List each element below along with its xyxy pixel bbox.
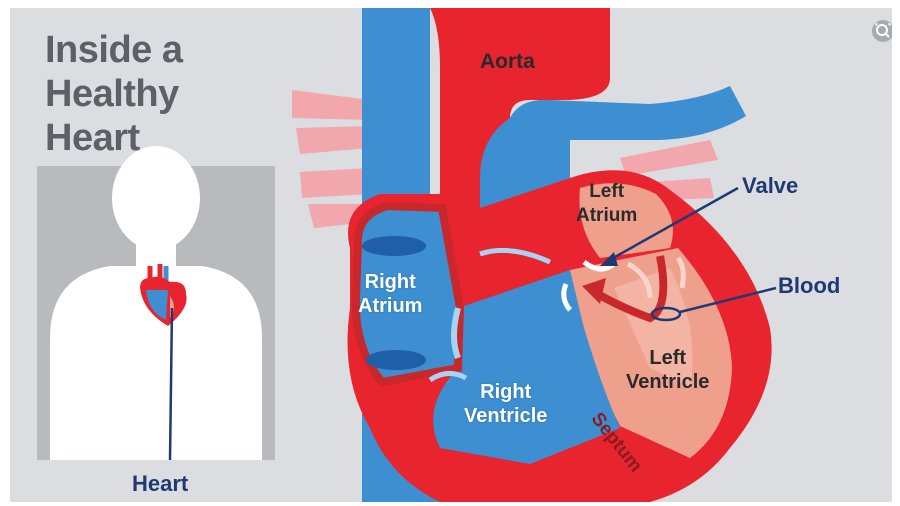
zoom-icon <box>875 23 891 38</box>
person-silhouette <box>50 146 262 460</box>
small-heart-icon <box>139 264 187 326</box>
page-title: Inside a Healthy Heart <box>45 29 183 159</box>
zoom-button[interactable] <box>872 20 892 42</box>
pulmonary-valve <box>479 247 552 265</box>
label-right-ventricle: Right Ventricle <box>464 381 548 427</box>
label-aorta: Aorta <box>480 50 535 73</box>
label-heart: Heart <box>132 471 189 496</box>
right-atrium-wall <box>351 201 465 387</box>
blood-flow-arrowhead <box>582 278 606 304</box>
pulmonary-vessels-left <box>292 90 370 228</box>
valve-leader-arrowhead <box>600 252 618 266</box>
blood-cell-marker <box>650 306 682 322</box>
aortic-valve <box>561 283 572 312</box>
heart-leader-line <box>168 307 174 461</box>
right-ventricle-chamber <box>433 270 620 464</box>
diagram-panel: Inside a Healthy Heart Aorta Left Atrium… <box>10 8 892 502</box>
right-ventricle-valve-lower <box>428 371 468 383</box>
superior-vena-cava-opening <box>362 236 426 256</box>
label-valve: Valve <box>742 173 799 198</box>
label-left-ventricle: Left Ventricle <box>626 347 710 393</box>
aorta-vessel <box>430 8 610 238</box>
blood-flow-arrow <box>592 255 668 323</box>
tricuspid-valve <box>451 307 461 360</box>
blood-leader-line <box>679 286 777 314</box>
left-ventricle-valve-flaps <box>626 256 686 299</box>
inferior-vena-cava-opening <box>366 350 426 370</box>
valve-leader-line <box>605 186 739 264</box>
left-ventricle-inner <box>614 268 693 388</box>
label-right-atrium: Right Atrium <box>358 271 423 317</box>
left-atrium-chamber <box>579 183 673 258</box>
label-blood: Blood <box>778 273 841 298</box>
heart-illustration <box>37 8 777 502</box>
label-left-atrium: Left Atrium <box>576 181 638 226</box>
